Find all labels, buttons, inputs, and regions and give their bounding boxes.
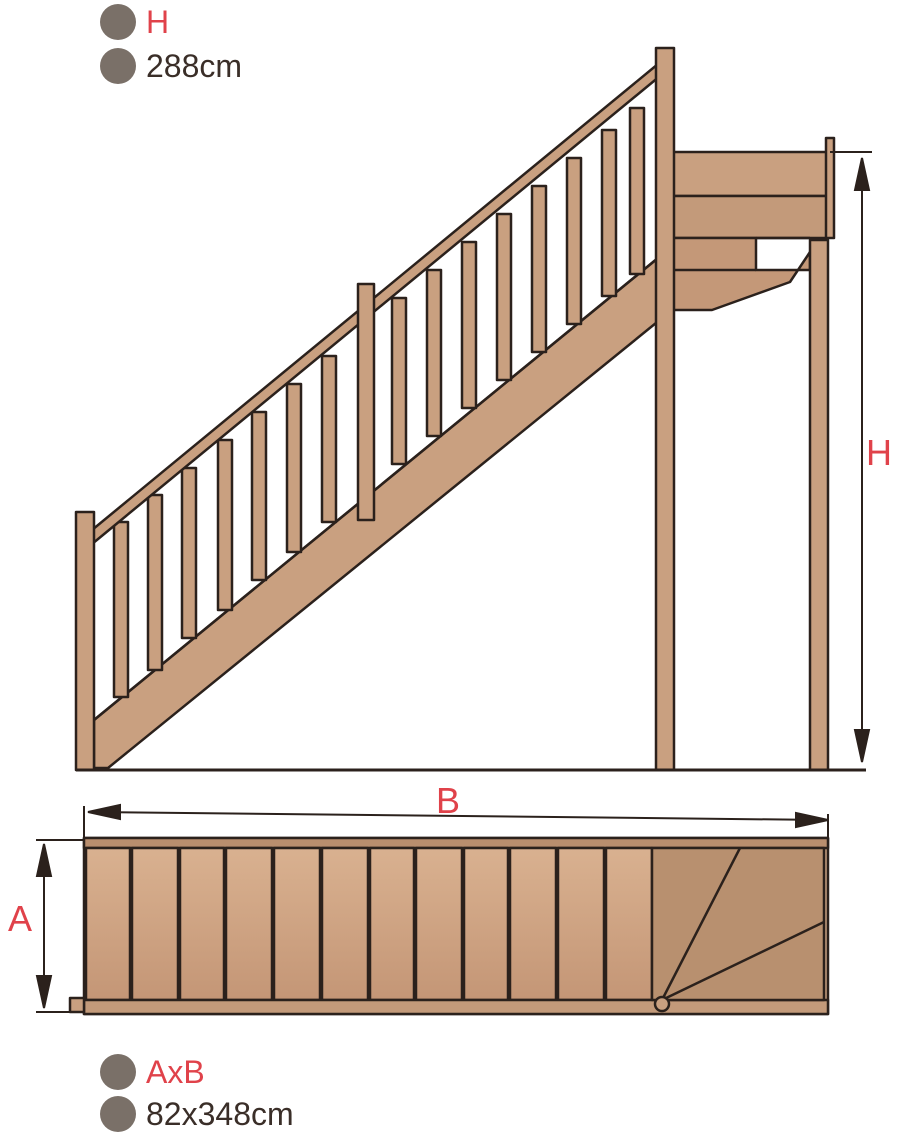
newel-post-bottom — [74, 510, 96, 772]
legend-size-value: 82x348cm — [146, 1096, 294, 1132]
newel-post-top — [654, 46, 676, 772]
landing-post — [808, 238, 830, 772]
legend-height-value: 288cm — [146, 48, 243, 84]
legend-size: AxB — [100, 1052, 205, 1092]
newel-post-middle — [356, 282, 376, 522]
balusters — [112, 106, 646, 699]
legend-dot-icon — [100, 4, 136, 40]
height-dimension — [830, 151, 872, 763]
width-dimension — [35, 839, 84, 1013]
height-label: H — [866, 432, 892, 473]
stair-stringer — [92, 256, 674, 770]
legend-dot-icon — [100, 1096, 136, 1132]
legend-dot-icon — [100, 1054, 136, 1090]
legend-size-value-row: 82x348cm — [100, 1094, 294, 1134]
legend-height: H — [100, 2, 169, 42]
length-label: B — [436, 780, 461, 821]
stair-plan — [68, 836, 830, 1016]
plan-winders — [650, 846, 826, 1013]
legend-size-symbol: AxB — [146, 1054, 205, 1090]
width-label: A — [8, 898, 33, 939]
stair-elevation — [74, 46, 866, 772]
legend-height-value-row: 288cm — [100, 46, 242, 86]
plan-treads — [84, 846, 654, 1002]
legend-height-symbol: H — [146, 4, 170, 40]
legend-dot-icon — [100, 48, 136, 84]
